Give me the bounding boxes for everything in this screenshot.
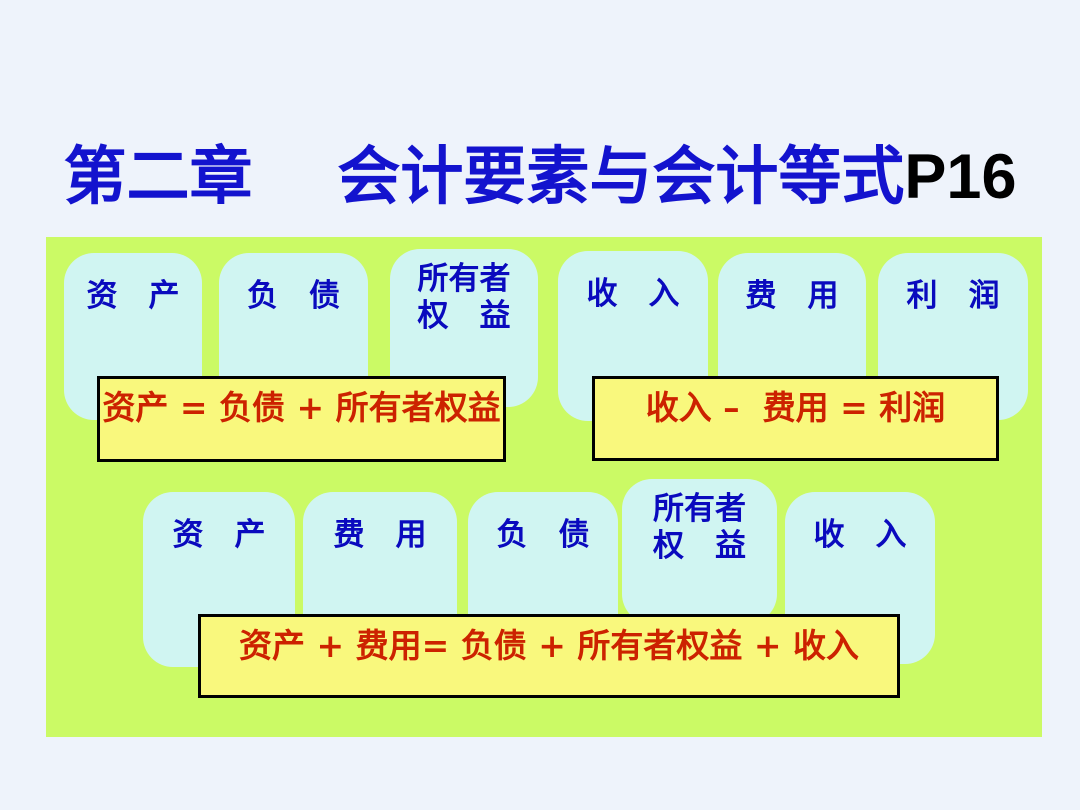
- element-box-label2: 权 益: [417, 298, 511, 334]
- element-box-label: 费 用: [333, 517, 427, 553]
- slide-title-page-ref: P16: [904, 142, 1017, 212]
- element-box-label: 费 用: [745, 278, 839, 314]
- element-box-label: 负 债: [247, 278, 340, 314]
- equation-expanded: 资产 + 费用= 负债 + 所有者权益 + 收入: [198, 614, 900, 698]
- element-box-label: 资 产: [172, 517, 266, 553]
- element-box-label: 所有者: [653, 491, 746, 527]
- element-box-label: 利 润: [906, 278, 1000, 314]
- element-box-label: 资 产: [86, 278, 180, 314]
- element-box-label: 负 债: [496, 517, 590, 553]
- element-box-label: 收 入: [586, 276, 680, 312]
- element-box-owners-equity-mid: 所有者 权 益: [622, 479, 777, 624]
- element-box-label2: 权 益: [653, 528, 746, 564]
- element-box-label: 收 入: [813, 517, 907, 553]
- equation-balance: 资产 = 负债 + 所有者权益: [97, 376, 506, 462]
- slide-title: 第二章 会计要素与会计等式P16: [0, 142, 1080, 212]
- elements-panel: 资 产 负 债 所有者 权 益 收 入 费 用 利 润 资产 = 负债 + 所有…: [46, 237, 1042, 737]
- slide-title-text: 第二章 会计要素与会计等式: [63, 140, 905, 213]
- equation-profit: 收入 – 费用 = 利润: [592, 376, 999, 461]
- element-box-label: 所有者: [417, 261, 511, 297]
